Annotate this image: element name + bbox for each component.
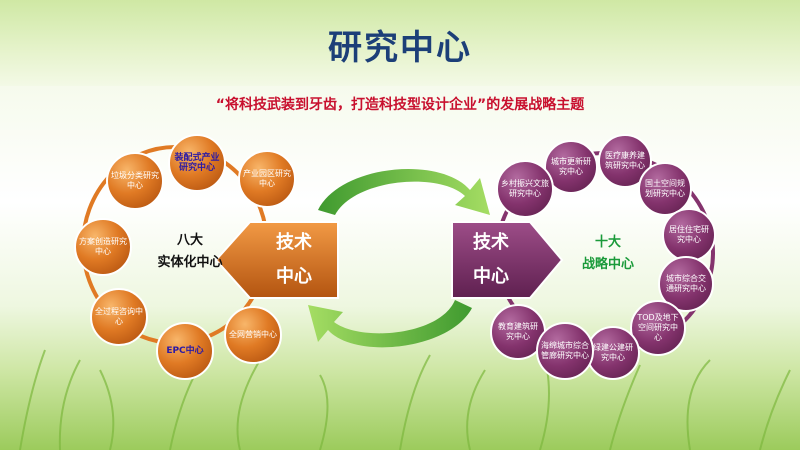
left-cluster-label: 八大 实体化中心 xyxy=(150,230,230,274)
left-cluster-label-line1: 八大 xyxy=(176,233,203,248)
right-tech-center-label: 技术 中心 xyxy=(452,226,530,294)
right-tech-center-line2: 中心 xyxy=(473,266,509,287)
page-title: 研究中心 xyxy=(328,28,472,68)
node-industrial-park: 产业园区研究中心 xyxy=(238,150,296,208)
right-tech-center-line1: 技术 xyxy=(473,232,509,253)
node-urban-renewal: 城市更新研究中心 xyxy=(544,140,598,194)
node-design-creation: 方案创造研究中心 xyxy=(74,218,132,276)
left-tech-center-line1: 技术 xyxy=(276,232,312,253)
node-waste-sorting: 垃圾分类研究中心 xyxy=(106,152,164,210)
bottom-cycle-arrow xyxy=(308,300,472,348)
left-tech-center-label: 技术 中心 xyxy=(250,226,338,294)
left-tech-center-line2: 中心 xyxy=(276,266,312,287)
subtitle: “将科技武装到牙齿，打造科技型设计企业”的发展战略主题 xyxy=(215,97,585,113)
node-sponge-city: 海绵城市综合管廊研究中心 xyxy=(536,322,594,380)
node-epc: EPC中心 xyxy=(156,322,214,380)
node-green-public-building: 绿建公建研究中心 xyxy=(586,326,640,380)
left-cluster-label-line2: 实体化中心 xyxy=(157,255,223,270)
node-prefab-industry: 装配式产业研究中心 xyxy=(168,134,226,192)
node-online-marketing: 全网营销中心 xyxy=(224,306,282,364)
node-rural-revitalization: 乡村振兴文旅研究中心 xyxy=(496,160,554,218)
right-cluster-label: 十大 战略中心 xyxy=(568,232,648,276)
node-whole-process-consulting: 全过程咨询中心 xyxy=(90,288,148,346)
node-residential: 居住住宅研究中心 xyxy=(662,208,716,262)
node-spatial-planning: 国土空间规划研究中心 xyxy=(638,162,692,216)
left-tech-center-shape xyxy=(214,221,339,299)
right-cluster-label-line1: 十大 xyxy=(594,235,621,250)
header-band xyxy=(0,0,800,86)
right-cluster-label-line2: 战略中心 xyxy=(581,257,634,272)
top-cycle-arrow xyxy=(318,168,490,215)
right-tech-center-shape xyxy=(451,221,564,299)
node-tod-underground: TOD及地下空间研究中心 xyxy=(630,300,686,356)
